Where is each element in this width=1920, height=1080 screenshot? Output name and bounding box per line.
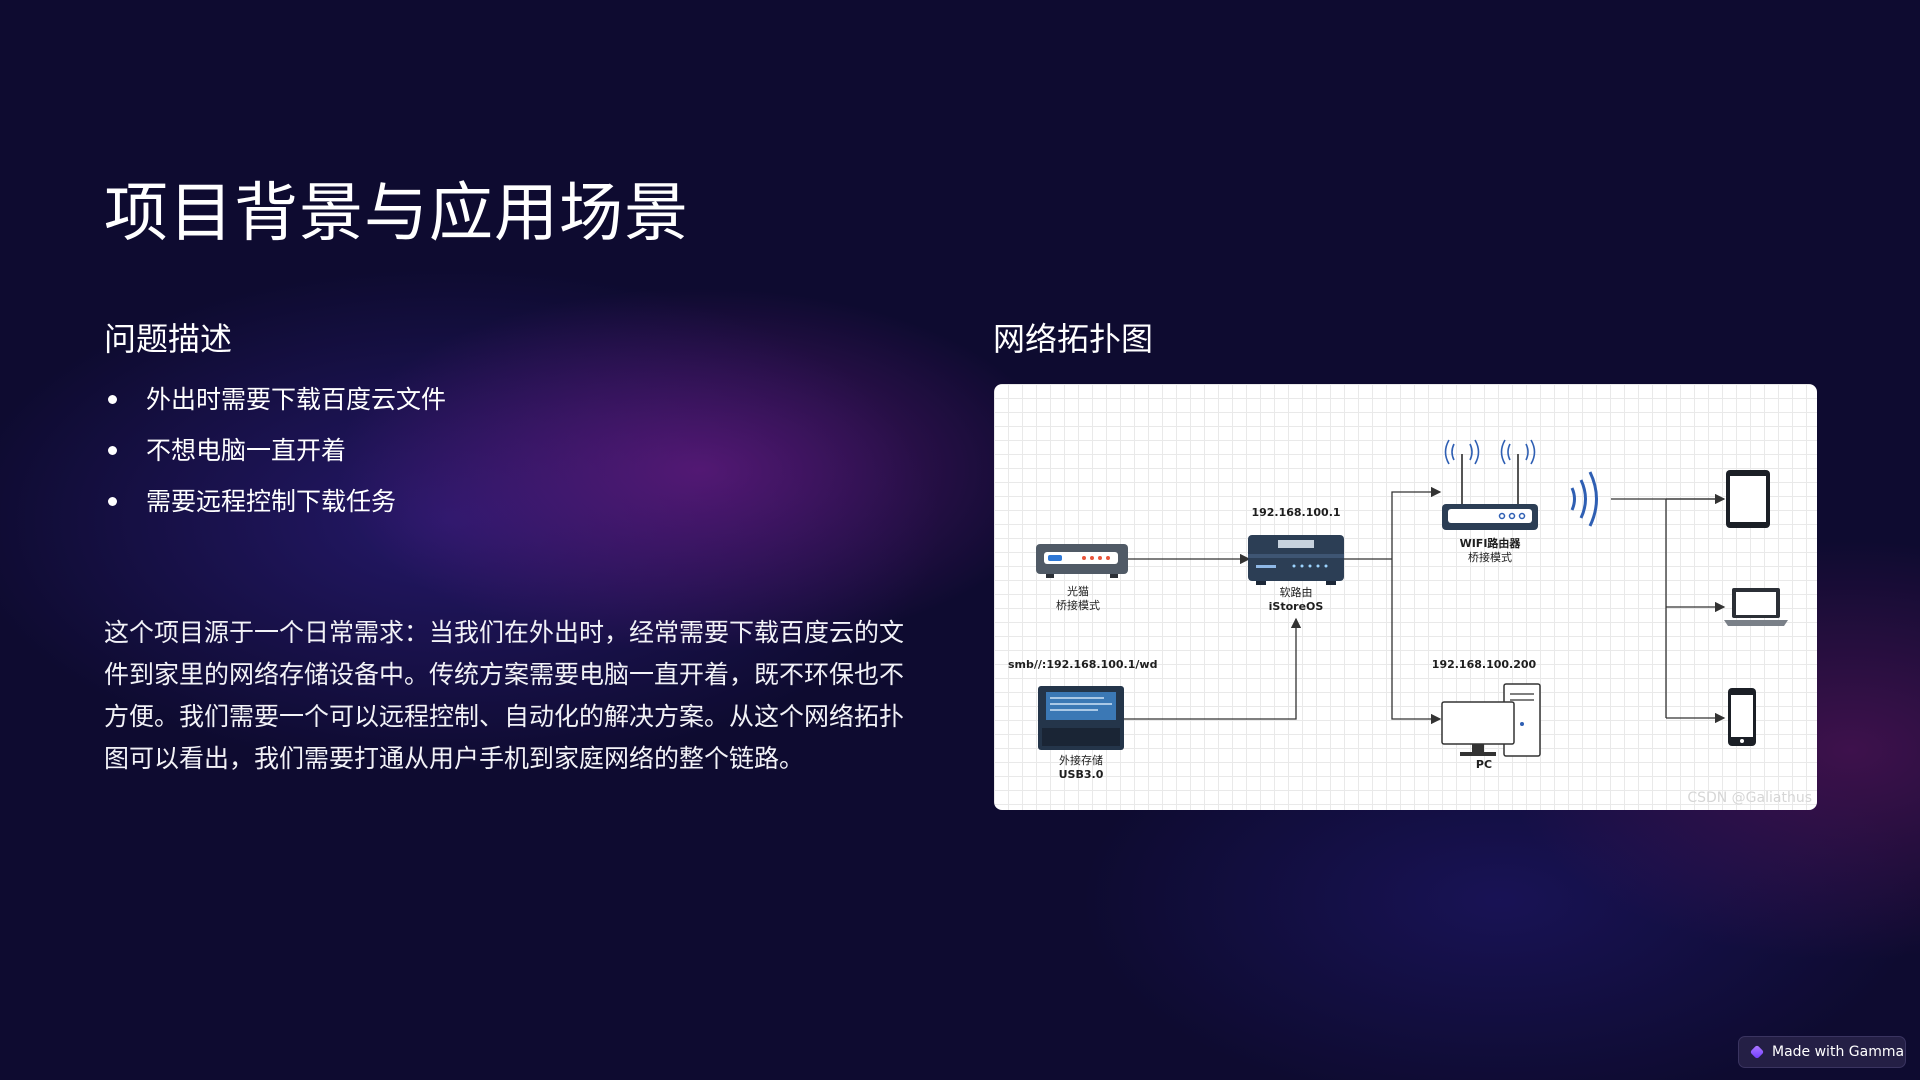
wifi-router-icon — [1442, 439, 1538, 530]
storage-path: smb//:192.168.100.1/wd — [1008, 658, 1157, 671]
laptop-icon — [1724, 588, 1788, 626]
slide-title: 项目背景与应用场景 — [104, 177, 689, 251]
made-with-gamma-badge[interactable]: Made with Gamma — [1738, 1036, 1906, 1068]
storage-label-1: 外接存储 — [1059, 753, 1103, 767]
storage-label-2: USB3.0 — [1059, 768, 1104, 781]
soft-router-icon — [1248, 535, 1344, 585]
bullet-dot-icon — [108, 446, 117, 455]
modem-label-1: 光猫 — [1067, 584, 1089, 598]
topology-heading: 网络拓扑图 — [993, 320, 1154, 358]
soft-router-label-2: iStoreOS — [1269, 600, 1324, 613]
bullet-dot-icon — [108, 395, 117, 404]
optical-modem-icon — [1036, 544, 1128, 578]
pc-label: PC — [1476, 758, 1492, 771]
router-to-wifi-line — [1391, 486, 1442, 559]
list-item: 不想电脑一直开着 — [104, 429, 446, 480]
external-storage-icon — [1038, 686, 1124, 750]
description-paragraph: 这个项目源于一个日常需求：当我们在外出时，经常需要下载百度云的文件到家里的网络存… — [104, 618, 905, 773]
topology-svg: 光猫 桥接模式 192.168.100.1 软路由 iStoreOS — [1008, 439, 1812, 806]
list-item-text: 需要远程控制下载任务 — [146, 487, 397, 516]
tablet-icon — [1726, 470, 1770, 528]
wifi-router-label-1: WIFI路由器 — [1460, 536, 1522, 550]
phone-icon — [1728, 688, 1756, 746]
connection-lines — [1106, 486, 1726, 725]
badge-text: Made with Gamma — [1772, 1044, 1905, 1060]
router-to-pc-line — [1391, 559, 1442, 725]
wireless-signal-icon — [1570, 471, 1598, 527]
gamma-logo-icon — [1749, 1044, 1765, 1060]
pc-ip: 192.168.100.200 — [1432, 658, 1537, 671]
pc-icon — [1441, 683, 1541, 757]
network-topology-diagram: 光猫 桥接模式 192.168.100.1 软路由 iStoreOS — [994, 384, 1817, 810]
soft-router-label-1: 软路由 — [1280, 585, 1313, 599]
list-item-text: 不想电脑一直开着 — [146, 436, 347, 465]
list-item-text: 外出时需要下载百度云文件 — [146, 385, 447, 414]
watermark: CSDN @Galiathus — [1687, 790, 1812, 806]
problem-heading: 问题描述 — [104, 320, 233, 358]
list-item: 外出时需要下载百度云文件 — [104, 378, 446, 429]
modem-label-2: 桥接模式 — [1056, 599, 1100, 612]
wifi-router-label-2: 桥接模式 — [1468, 551, 1512, 564]
bullet-dot-icon — [108, 497, 117, 506]
storage-to-router-line — [1124, 617, 1302, 720]
problem-list: 外出时需要下载百度云文件 不想电脑一直开着 需要远程控制下载任务 — [104, 378, 446, 531]
list-item: 需要远程控制下载任务 — [104, 480, 446, 531]
soft-router-ip: 192.168.100.1 — [1251, 506, 1340, 519]
